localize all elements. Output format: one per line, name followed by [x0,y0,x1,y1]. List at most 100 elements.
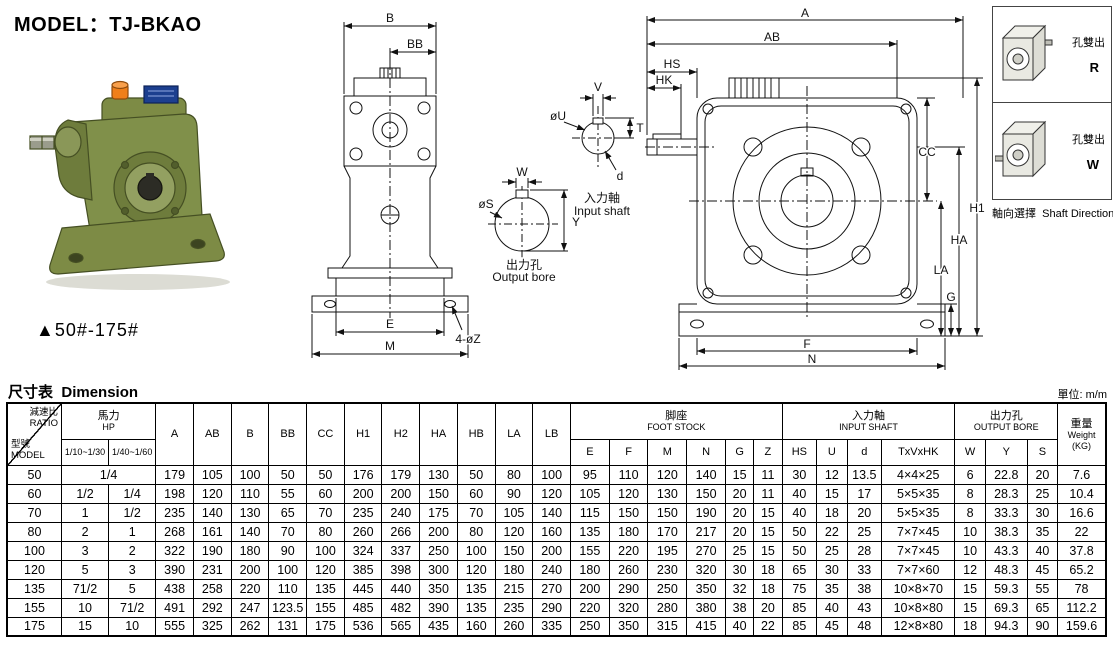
table-cell: 95 [569,464,610,485]
table-cell: 28.3 [984,483,1028,504]
header-foot-z: Z [753,438,783,466]
table-cell: 266 [381,521,421,542]
table-cell: 22 [1057,521,1107,542]
header-dim-ab: AB [192,402,232,466]
table-cell: 482 [381,597,421,618]
table-cell: 220 [608,540,649,561]
front-view-drawing: A AB HS HK CC LA HA H1 G F N [645,6,986,370]
dim-label-y: Y [572,215,580,229]
table-cell: 75 [781,578,818,599]
table-cell: 15 [954,597,986,618]
table-cell: 12 [816,464,848,485]
table-cell: 70 [306,502,345,523]
dim-label-t: T [636,121,644,135]
dim-label-b: B [386,11,394,25]
output-bore-label-en: Output bore [492,270,556,284]
table-cell: 65 [781,559,818,580]
table-cell: 5 [108,578,157,599]
table-cell: 155 [569,540,610,561]
table-cell: 33 [846,559,883,580]
shaft-option-r-label: 孔雙出 [1072,37,1105,49]
table-cell: 20 [1026,464,1059,485]
table-cell: 320 [686,559,726,580]
table-cell: 55 [268,483,308,504]
table-cell: 200 [230,559,270,580]
table-cell: 17 [846,483,883,504]
table-cell: 1/4 [60,464,157,485]
header-hp-low: 1/10~1/30 [60,438,110,466]
table-cell: 10 [108,616,157,637]
table-cell: 5×5×35 [881,483,956,504]
table-cell: 268 [155,521,194,542]
table-cell: 20 [724,502,755,523]
header-output-y: Y [984,438,1028,466]
table-cell: 190 [192,540,232,561]
shaft-direction-panel: 孔雙出 R 孔雙出 W 軸向選擇 Shaft Direction [992,6,1113,221]
table-cell: 10 [60,597,110,618]
table-cell: 50 [306,464,345,485]
table-cell: 350 [419,578,458,599]
table-cell: 140 [192,502,232,523]
table-cell: 440 [381,578,421,599]
header-dim-lb: LB [532,402,571,466]
table-cell: 90 [494,483,534,504]
table-cell: 240 [381,502,421,523]
table-cell: 65 [268,502,308,523]
table-cell: 33.3 [984,502,1028,523]
table-cell: 159.6 [1057,616,1107,637]
table-cell: 536 [343,616,383,637]
table-cell: 438 [155,578,194,599]
header-input-hs: HS [781,438,818,466]
table-cell: 59.3 [984,578,1028,599]
header-dim-cc: CC [306,402,345,466]
header-hp-high: 1/40~1/60 [108,438,157,466]
table-cell: 215 [494,578,534,599]
output-bore-label-zh: 出力孔 [506,258,542,272]
table-cell: 15 [724,464,755,485]
table-cell: 220 [569,597,610,618]
table-cell: 105 [494,502,534,523]
header-foot-m: M [647,438,688,466]
table-cell: 43.3 [984,540,1028,561]
table-cell: 40 [781,502,818,523]
table-cell: 50 [268,464,308,485]
header-foot-n: N [686,438,726,466]
table-cell: 112.2 [1057,597,1107,618]
table-cell: 335 [532,616,571,637]
shaft-option-r-code: R [1089,60,1099,75]
table-cell: 100 [306,540,345,561]
table-cell: 110 [268,578,308,599]
table-cell: 22 [753,616,783,637]
table-cell: 20 [846,502,883,523]
table-cell: 250 [569,616,610,637]
table-cell: 190 [686,502,726,523]
table-cell: 10×8×70 [881,578,956,599]
table-cell: 230 [647,559,688,580]
dimension-section-heading: 尺寸表 Dimension [8,384,139,401]
table-cell: 60 [6,483,62,504]
header-dim-h2: H2 [381,402,421,466]
table-cell: 7×7×45 [881,521,956,542]
table-cell: 150 [419,483,458,504]
table-cell: 40 [724,616,755,637]
table-cell: 160 [532,521,571,542]
table-cell: 100 [532,464,571,485]
table-cell: 240 [532,559,571,580]
table-cell: 35 [1026,521,1059,542]
table-cell: 71/2 [60,578,110,599]
table-cell: 8 [954,502,986,523]
dim-label-g: G [946,290,955,304]
table-cell: 25 [1026,483,1059,504]
dim-label-os: øS [478,197,493,211]
table-cell: 485 [343,597,383,618]
table-cell: 180 [494,559,534,580]
header-output-w: W [954,438,986,466]
table-cell: 135 [306,578,345,599]
